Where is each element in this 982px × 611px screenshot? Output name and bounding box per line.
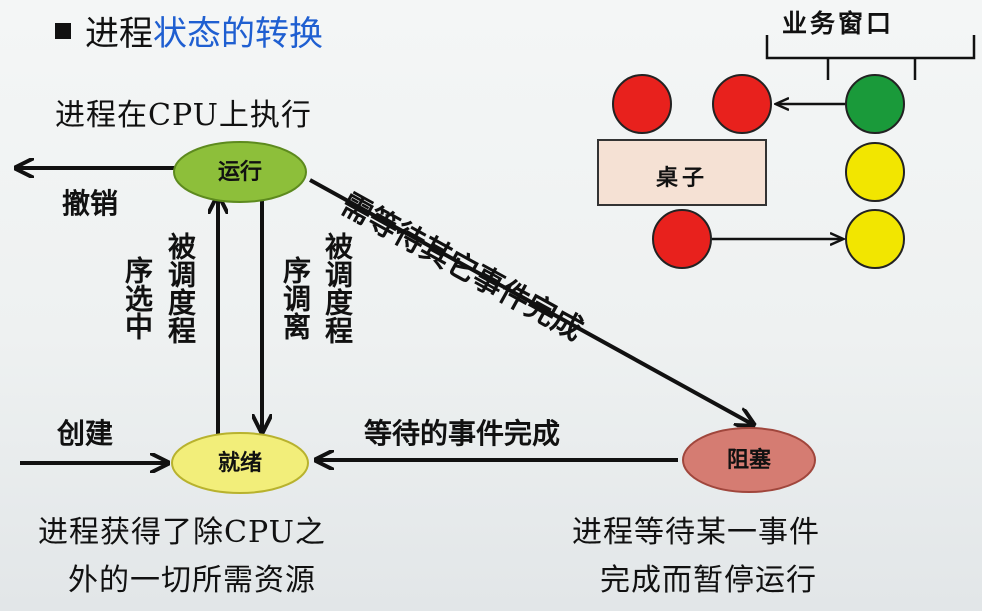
title-highlight: 状态的转换 [153,14,323,54]
label-cancel: 撤销 [62,187,119,220]
table-label: 桌子 [655,165,708,191]
title-prefix: 进程 [85,14,153,54]
caption-blocked-line1: 进程等待某一事件 [572,515,820,550]
label-selected: 序选中 [121,256,154,340]
arrow-running-to-blocked [309,178,752,424]
label-event-done: 等待的事件完成 [364,417,561,450]
state-blocked-label: 阻塞 [726,447,771,473]
state-ready-node [171,432,309,494]
caption-running: 进程在CPU上执行 [55,98,312,133]
caption-blocked-line2: 完成而暂停运行 [600,563,817,598]
window-bracket [765,35,976,80]
person-yellow-middle [845,142,905,202]
person-red-bottom [652,209,712,269]
state-running-label: 运行 [217,159,262,185]
state-running-node [173,141,307,203]
label-scheduled-out: 被调度程 [321,232,354,344]
state-ready-label: 就绪 [217,450,262,476]
state-blocked-node [682,427,816,493]
label-dispatched-away: 序调离 [279,256,312,340]
person-red-top-left [612,74,672,134]
person-green-window [845,74,905,134]
label-create: 创建 [57,417,114,450]
person-red-top-right [712,74,772,134]
bullet-icon [55,23,71,39]
slide-title: 进程状态的转换 [55,6,323,55]
caption-ready-line1: 进程获得了除CPU之 [38,515,326,550]
caption-ready-line2: 外的一切所需资源 [68,563,316,598]
window-label: 业务窗口 [782,9,895,38]
table-box [597,139,767,206]
label-scheduled-in: 被调度程 [164,232,197,344]
person-yellow-bottom [845,209,905,269]
